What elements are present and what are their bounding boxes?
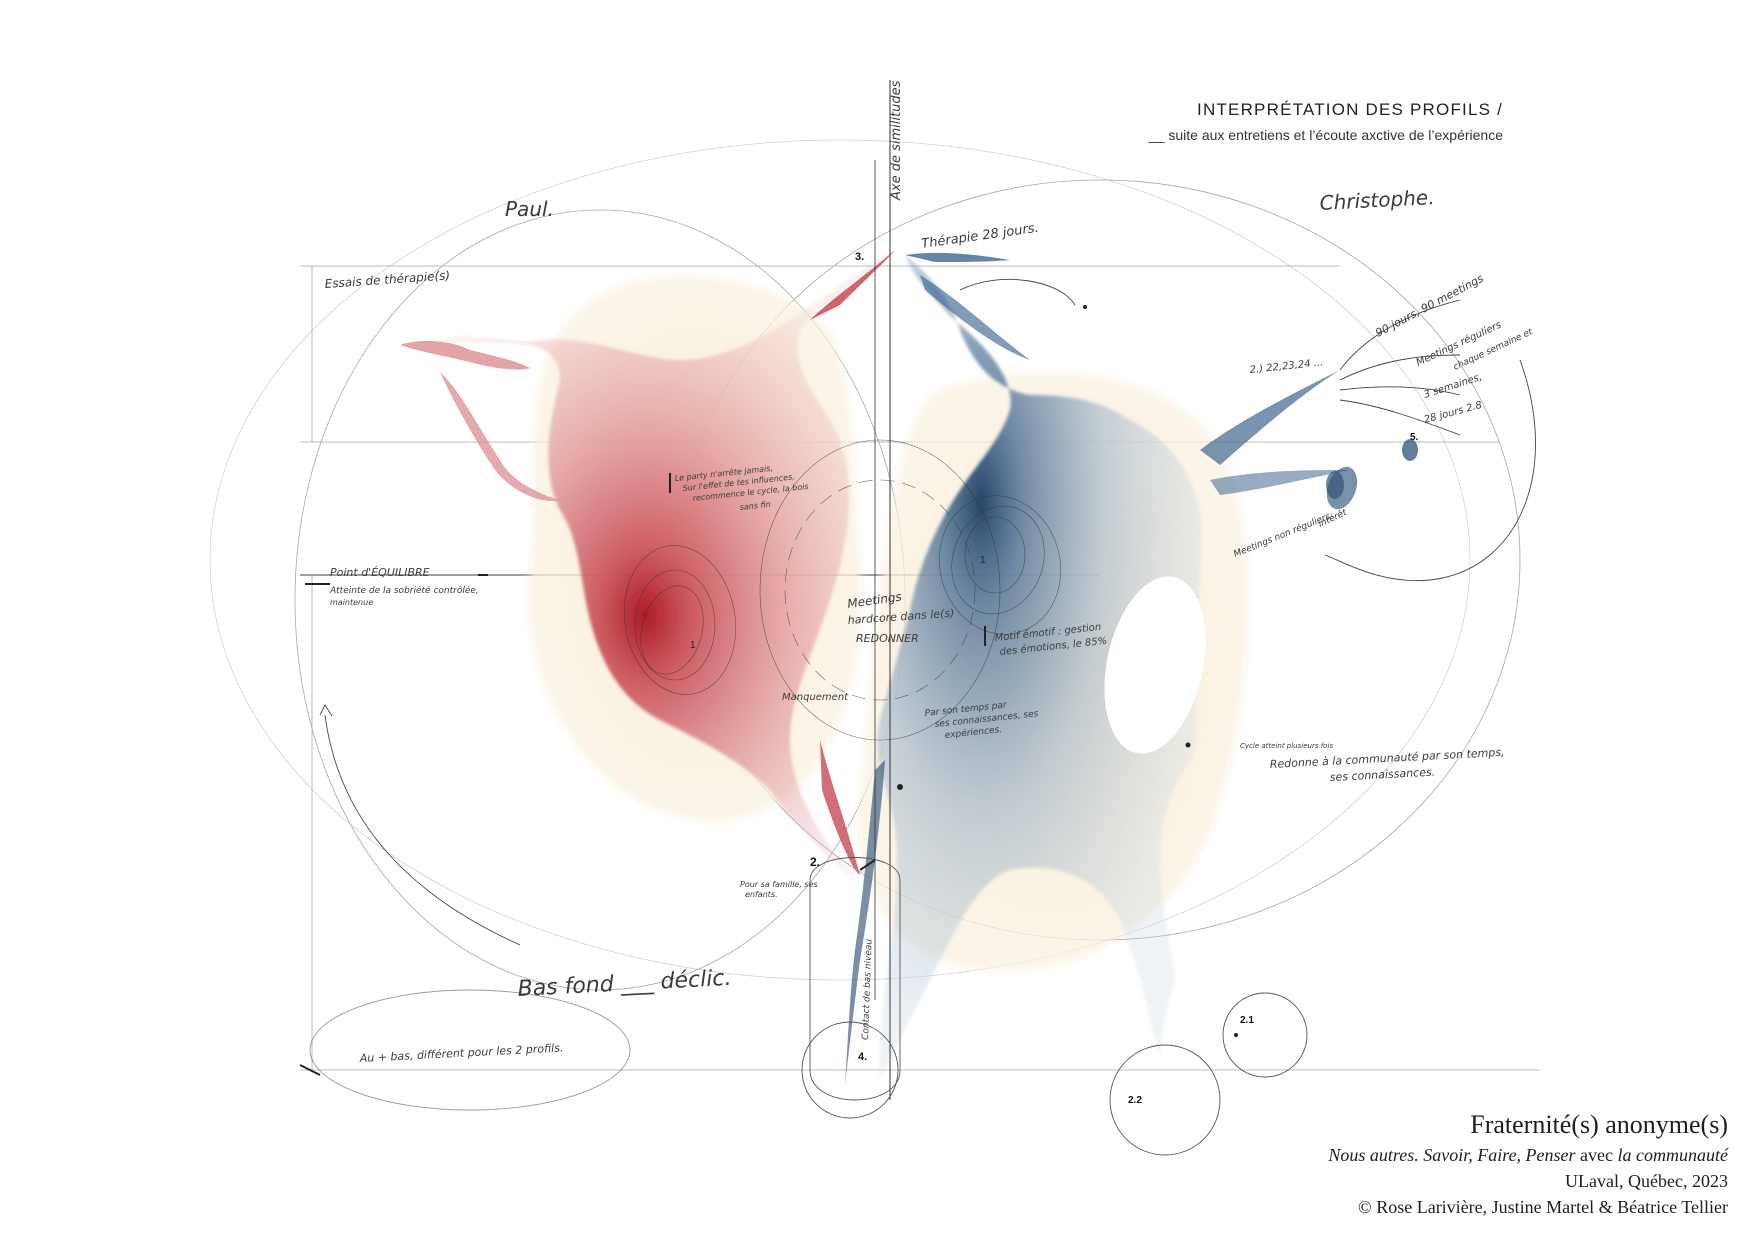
marker-2-series: 2.) 22,23,24 ... [1249, 357, 1324, 376]
marker-2-left: 2. [810, 855, 820, 869]
credits-subtitle-italic2: la communauté [1617, 1145, 1728, 1165]
therapie-28-label: Thérapie 28 jours. [920, 221, 1039, 252]
semaines-3-label: 3 semaines, [1423, 372, 1484, 401]
marker-3: 3. [855, 251, 864, 263]
marker-2-1: 2.1 [1240, 1015, 1254, 1026]
meetings-non-reguliers-label: Meetings non réguliers [1232, 511, 1332, 560]
point-equilibre-label: Point d'ÉQUILIBRE [330, 566, 430, 579]
cycle-atteint-label: Cycle atteint plusieurs fois [1240, 742, 1333, 750]
credits-subtitle-plain: avec [1575, 1145, 1618, 1165]
axis-label: Axe de similitudes [889, 80, 904, 201]
le-party-line4: sans fin [739, 500, 771, 512]
interet-label: intérêt [1317, 507, 1349, 530]
contact-label: Contact de bas niveau [861, 938, 875, 1040]
redonne-line2: ses connaissances. [1329, 765, 1435, 784]
marker-5: 5. [1410, 432, 1419, 443]
maintenue-label: maintenue [330, 598, 373, 607]
arc-arrows [319, 278, 1536, 946]
paul-shape [400, 250, 895, 880]
marker-2-2: 2.2 [1128, 1095, 1142, 1106]
dots [897, 305, 1238, 1037]
profile-name-left: Paul. [505, 197, 554, 221]
atteinte-sobriete-label: Atteinte de la sobriété contrôlée, [329, 585, 479, 596]
credits-title: Fraternité(s) anonyme(s) [1470, 1110, 1728, 1139]
credits-subtitle-italic: Nous autres. Savoir, Faire, Penser [1328, 1145, 1576, 1165]
redonner-label: REDONNER [856, 632, 919, 645]
credits-subtitle: Nous autres. Savoir, Faire, Penser avec … [1328, 1142, 1728, 1168]
header-title: INTERPRÉTATION DES PROFILS / [1197, 100, 1503, 119]
christophe-shape [845, 252, 1418, 1085]
jours-28-label: 28 jours 2.8 [1423, 400, 1483, 426]
bas-fond-label: Bas fond ___ déclic. [517, 966, 732, 1002]
markers [299, 473, 986, 1076]
pour-famille-line1: Pour sa famille, ses [740, 880, 818, 889]
header-subtitle: __ suite aux entretiens et l’écoute axct… [1148, 127, 1503, 143]
bottom-capsule [309, 857, 1308, 1156]
jours-90-label: 90 jours, 90 meetings [1373, 272, 1486, 340]
manquement-label: Manquement [782, 692, 849, 703]
marker-4: 4. [858, 1051, 867, 1063]
credits-block: Fraternité(s) anonyme(s) Nous autres. Sa… [1328, 1108, 1728, 1220]
au-plus-bas-label: Au + bas, différent pour les 2 profils. [358, 1041, 563, 1065]
essais-therapie-label: Essais de thérapie(s) [324, 268, 450, 291]
credits-institution: ULaval, Québec, 2023 [1565, 1171, 1728, 1191]
scribble-swirls [623, 439, 1062, 741]
marker-1-left: 1 [690, 640, 696, 651]
credits-authors: © Rose Larivière, Justine Martel & Béatr… [1358, 1197, 1728, 1217]
pour-famille-line2: enfants. [745, 890, 778, 899]
marker-1-right: 1 [980, 555, 986, 566]
profile-name-right: Christophe. [1319, 185, 1435, 215]
